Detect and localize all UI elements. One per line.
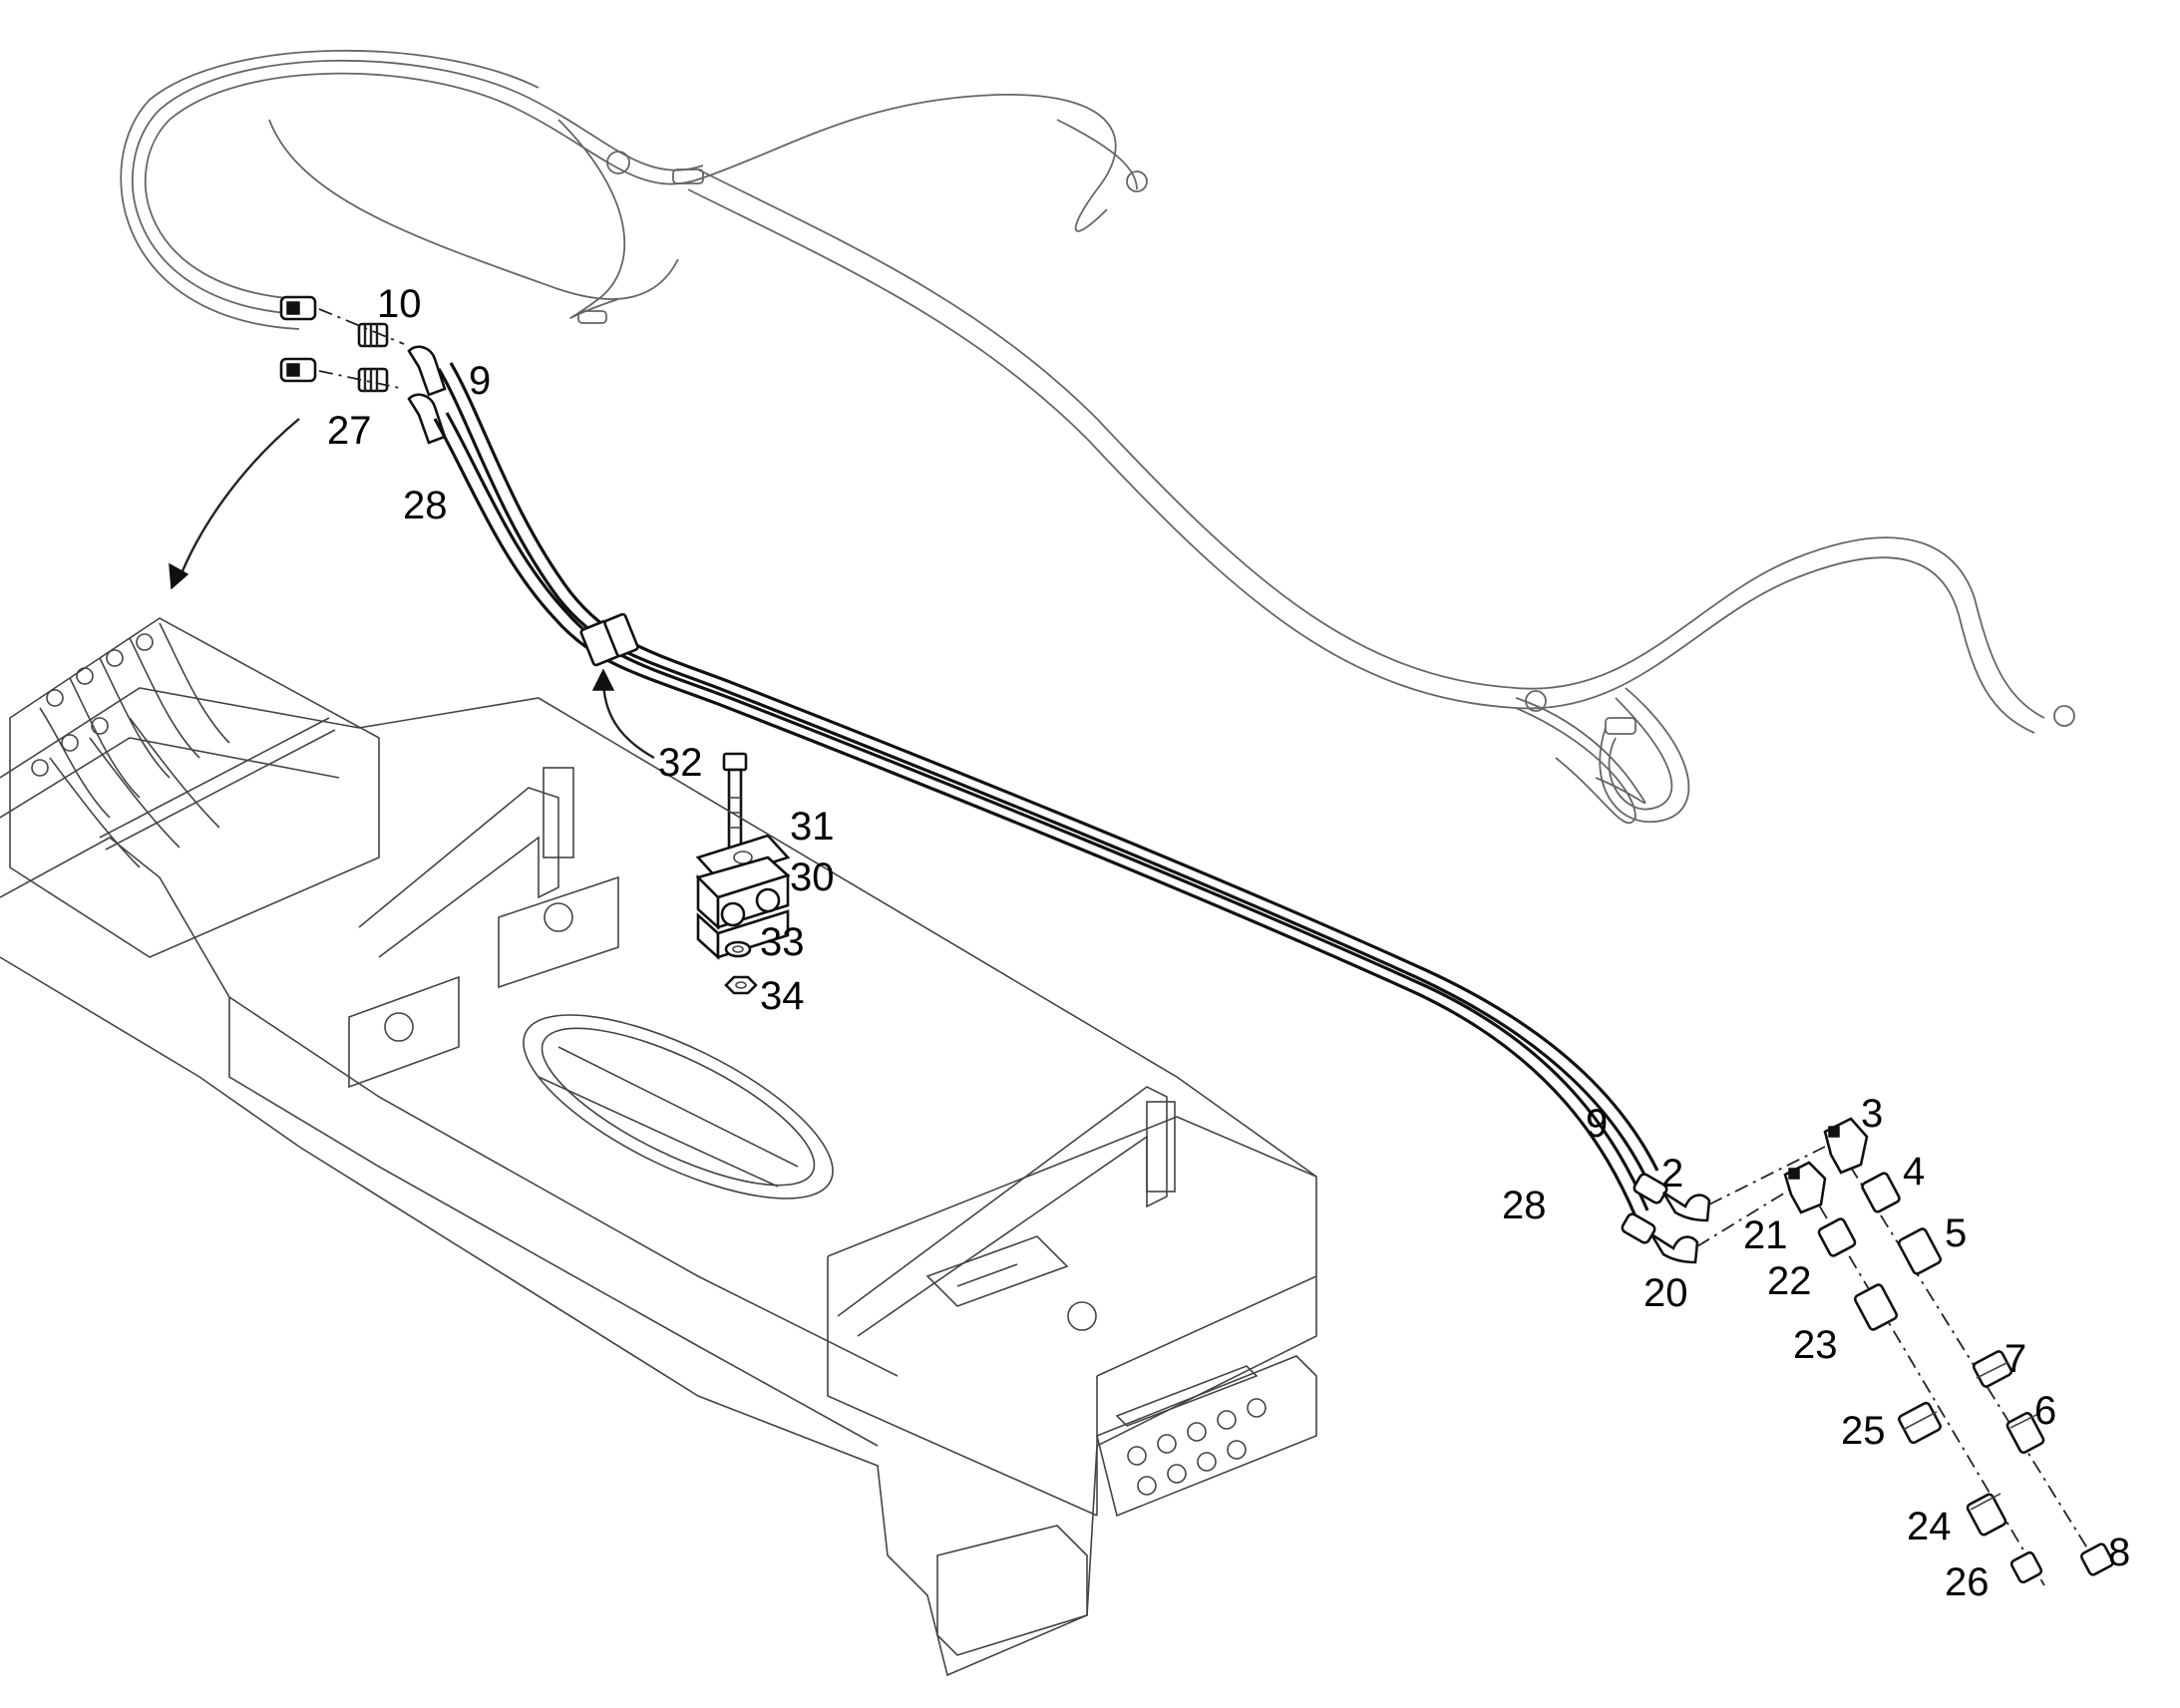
- callout-33: 33: [760, 920, 805, 964]
- callout-25: 25: [1841, 1409, 1886, 1453]
- clamp-exploded-parts: [591, 668, 791, 995]
- callout-28-bottom: 28: [1502, 1184, 1547, 1227]
- callout-3: 3: [1861, 1092, 1883, 1136]
- callout-23: 23: [1793, 1323, 1838, 1367]
- callout-5: 5: [1945, 1211, 1967, 1255]
- callout-4: 4: [1903, 1150, 1925, 1194]
- callout-28-top: 28: [403, 484, 448, 527]
- callout-9-bottom: 9: [1586, 1102, 1608, 1146]
- callout-32: 32: [658, 741, 703, 785]
- callout-27: 27: [327, 409, 372, 453]
- callout-26: 26: [1945, 1560, 1990, 1604]
- nut-34: [724, 975, 758, 995]
- pointer-arrow-to-frame: [169, 418, 300, 590]
- callout-2: 2: [1661, 1152, 1683, 1196]
- callout-8: 8: [2108, 1531, 2130, 1574]
- callout-20: 20: [1643, 1271, 1688, 1315]
- callout-10: 10: [377, 282, 422, 326]
- callout-9-top: 9: [469, 359, 491, 403]
- callout-21: 21: [1743, 1213, 1788, 1257]
- callout-24: 24: [1907, 1505, 1952, 1548]
- chassis-frame: [0, 617, 1317, 1677]
- callout-7: 7: [2004, 1337, 2026, 1381]
- main-hose-pair: [318, 308, 1826, 1264]
- adapter-10: [318, 308, 405, 348]
- callout-31: 31: [790, 805, 835, 849]
- washer-33: [724, 940, 752, 958]
- adapter-27: [318, 367, 405, 393]
- callout-labels: 10 9 27 28 32 31 30 33 34 9 2 28 20 3 4 …: [327, 282, 2130, 1604]
- bolt-32: [722, 752, 748, 852]
- callout-34: 34: [760, 974, 805, 1018]
- fitting-chain-b: [1783, 1161, 2045, 1586]
- ghost-hose-routing: [120, 49, 2075, 825]
- fitting-chain-a: [1823, 1117, 2115, 1576]
- callout-22: 22: [1767, 1259, 1812, 1303]
- callout-30: 30: [790, 855, 835, 899]
- callout-6: 6: [2034, 1389, 2056, 1433]
